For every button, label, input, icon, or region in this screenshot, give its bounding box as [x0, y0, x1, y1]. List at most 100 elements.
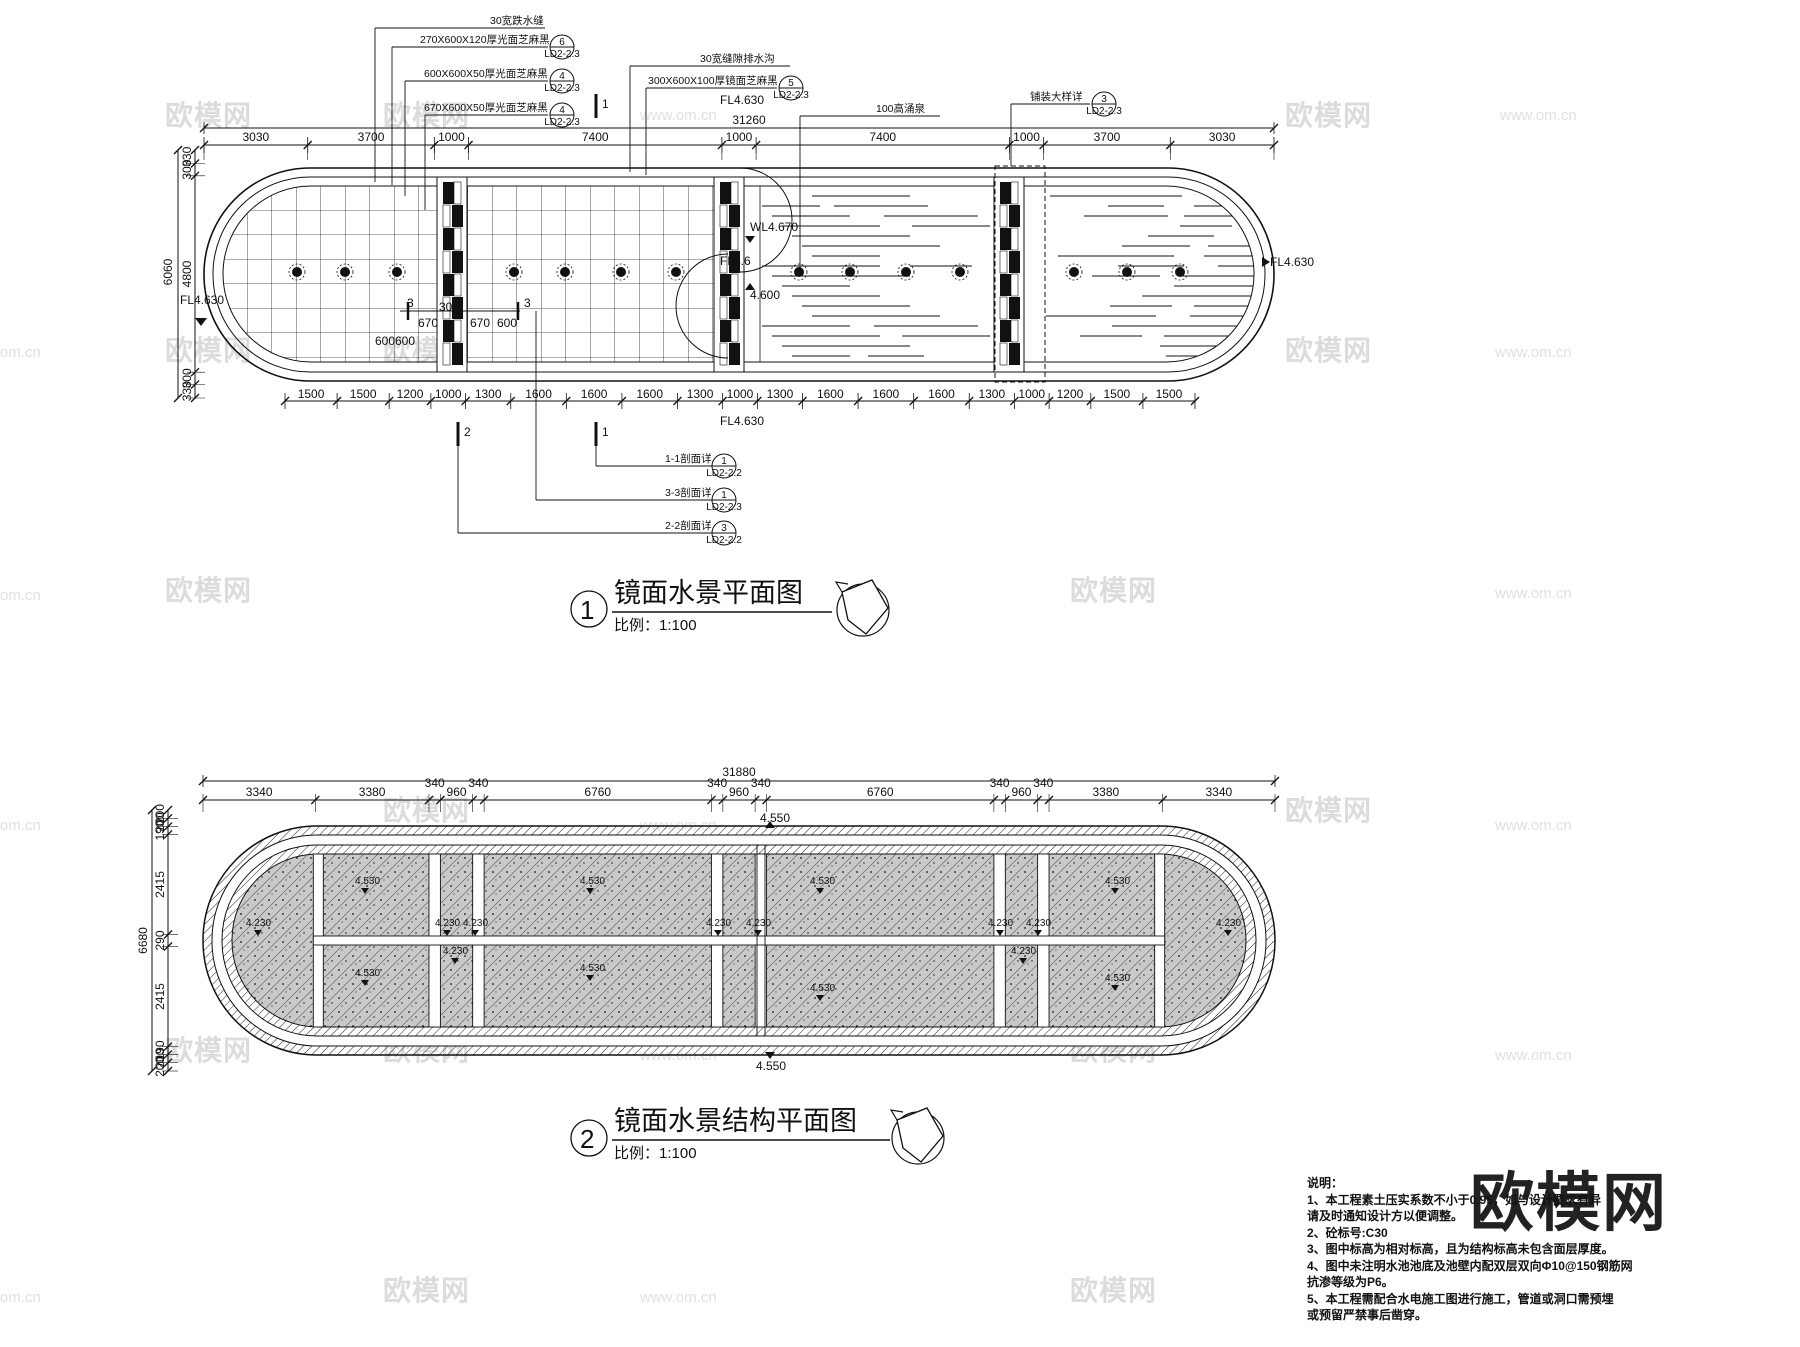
detail-box [994, 165, 1046, 383]
dimension-label: 300 [180, 368, 194, 388]
detail-ref-sheet: LD2-2.2 [706, 468, 742, 479]
elevation-fl-left: FL4.630 [180, 293, 224, 307]
dimension-label: 1500 [298, 387, 325, 401]
dimension-label: 6760 [584, 785, 611, 799]
elevation-fl-right: FL4.630 [1270, 255, 1314, 269]
overflow-strips [436, 176, 1025, 373]
detail-ref-sheet: LD2-2.3 [706, 502, 742, 513]
watermark-url: om.cn [0, 344, 41, 361]
dimension-total: 6060 [161, 258, 175, 285]
watermark-text: 欧模网 [1285, 100, 1372, 131]
elevation-mid: 4.600 [750, 288, 780, 302]
fountain-icon [794, 267, 804, 277]
section-label: 1-1剖面详 [665, 452, 712, 465]
note-line: 请及时通知设计方以便调整。 [1307, 1209, 1464, 1223]
slab-elevation: 4.530 [355, 968, 380, 979]
watermark-text: 欧模网 [1070, 1275, 1157, 1306]
plan2-elevations: 4.550 4.550 [756, 811, 790, 1073]
watermark-text: 欧模网 [165, 100, 252, 131]
dimension-label: 200 [153, 1048, 167, 1068]
fountain-icon [901, 267, 911, 277]
section-mark-3b: 3 [524, 296, 531, 310]
dimension-label: 3700 [1094, 130, 1121, 144]
plan1-elevations: FL4.630 FL4.630 FL4.630 FL4.630 WL4.670 … [180, 93, 1314, 428]
plan1-scale: 比例：1:100 [614, 617, 697, 634]
slab-elevation: 4.530 [580, 876, 605, 887]
dimension-label: 1000 [1013, 130, 1040, 144]
slab-elevation: 4.530 [580, 963, 605, 974]
dimension-label: 7400 [582, 130, 609, 144]
fountain-icon [1069, 267, 1079, 277]
fountain-icon [509, 267, 519, 277]
watermark-url: www.om.cn [1494, 817, 1572, 834]
note-line: 4、图中未注明水池池底及池壁内配双层双向Φ10@150钢筋网 [1307, 1258, 1633, 1273]
watermark-url: om.cn [0, 817, 41, 834]
dimension-label: 340 [1033, 776, 1053, 790]
dimension-label: 190 [153, 1040, 167, 1060]
dimension-label: 1000 [727, 387, 754, 401]
watermark-url: www.om.cn [1494, 344, 1572, 361]
fountain-icon [616, 267, 626, 277]
pool-outer-edge [203, 167, 1275, 382]
fountain-icon [560, 267, 570, 277]
slab-elevation: 4.530 [355, 876, 380, 887]
watermark-url: www.om.cn [1494, 585, 1572, 602]
detail-ref-number: 5 [788, 78, 794, 89]
beam-elevation: 4.230 [706, 918, 731, 929]
dimension-label: 200 [153, 1057, 167, 1077]
watermark-url: om.cn [0, 587, 41, 604]
dimension-label: 3340 [246, 785, 273, 799]
beam-elevation: 4.230 [1216, 918, 1241, 929]
watermark-url: www.om.cn [1494, 1047, 1572, 1064]
fountain-icon [1122, 267, 1132, 277]
detail-ref-sheet: LD2-2.3 [773, 90, 809, 101]
design-notes: 说明： 1、本工程素土压实系数不小于0.95，如与设计要求有异 请及时通知设计方… [1307, 1175, 1647, 1324]
dimension-label: 7400 [869, 130, 896, 144]
leader-label: 600X600X50厚光面芝麻黑 [424, 67, 548, 80]
section-mark-1-bottom: 1 [602, 425, 609, 439]
dimension-label: 1300 [475, 387, 502, 401]
fountain-icon [671, 267, 681, 277]
note-line: 1、本工程素土压实系数不小于0.95，如与设计要求有异 [1307, 1192, 1602, 1207]
beam-elevation: 4.230 [463, 918, 488, 929]
north-arrow-icon [889, 1107, 945, 1165]
plan2-title: 镜面水景结构平面图 [614, 1106, 857, 1136]
elevation-fl-top: FL4.630 [720, 93, 764, 107]
note-line: 3、图中标高为相对标高，且为结构标高未包含面层厚度。 [1307, 1242, 1614, 1256]
slab-elevation: 4.530 [810, 983, 835, 994]
leader-label: 铺装大样详 [1030, 90, 1083, 103]
section-mark-3a: 3 [407, 296, 414, 310]
watermark-url: www.om.cn [1499, 107, 1577, 124]
beam-elevation: 4.230 [246, 918, 271, 929]
dimension-label: 4800 [180, 260, 194, 287]
slab-elevation: 4.530 [1105, 876, 1130, 887]
detail-dim: 670 [418, 316, 438, 330]
dimension-label: 1200 [1057, 387, 1084, 401]
detail-ref-number: 3 [1101, 94, 1107, 105]
dimension-label: 1300 [767, 387, 794, 401]
dimension-label: 960 [447, 785, 467, 799]
dimension-label: 1600 [928, 387, 955, 401]
dimension-total: 31260 [732, 113, 766, 127]
dimension-label: 300 [180, 159, 194, 179]
dimension-label: 960 [729, 785, 749, 799]
dimension-label: 3340 [1205, 785, 1232, 799]
dimension-label: 3030 [1209, 130, 1236, 144]
dimension-label: 3380 [359, 785, 386, 799]
dimension-label: 340 [468, 776, 488, 790]
dimension-label: 1200 [397, 387, 424, 401]
watermark-text: 欧模网 [1070, 575, 1157, 606]
fountain-icon [340, 267, 350, 277]
dimension-label: 330 [180, 146, 194, 166]
detail-ref-sheet: LD2-2.3 [544, 83, 580, 94]
elevation-fl-mid: FL4.6 [720, 254, 751, 268]
section-mark-2: 2 [464, 425, 471, 439]
notes-heading: 说明： [1307, 1176, 1344, 1190]
plan2-title-block: 2 镜面水景结构平面图 比例：1:100 [570, 1106, 945, 1165]
section-label: 3-3剖面详 [665, 486, 712, 499]
dimension-label: 1500 [350, 387, 377, 401]
